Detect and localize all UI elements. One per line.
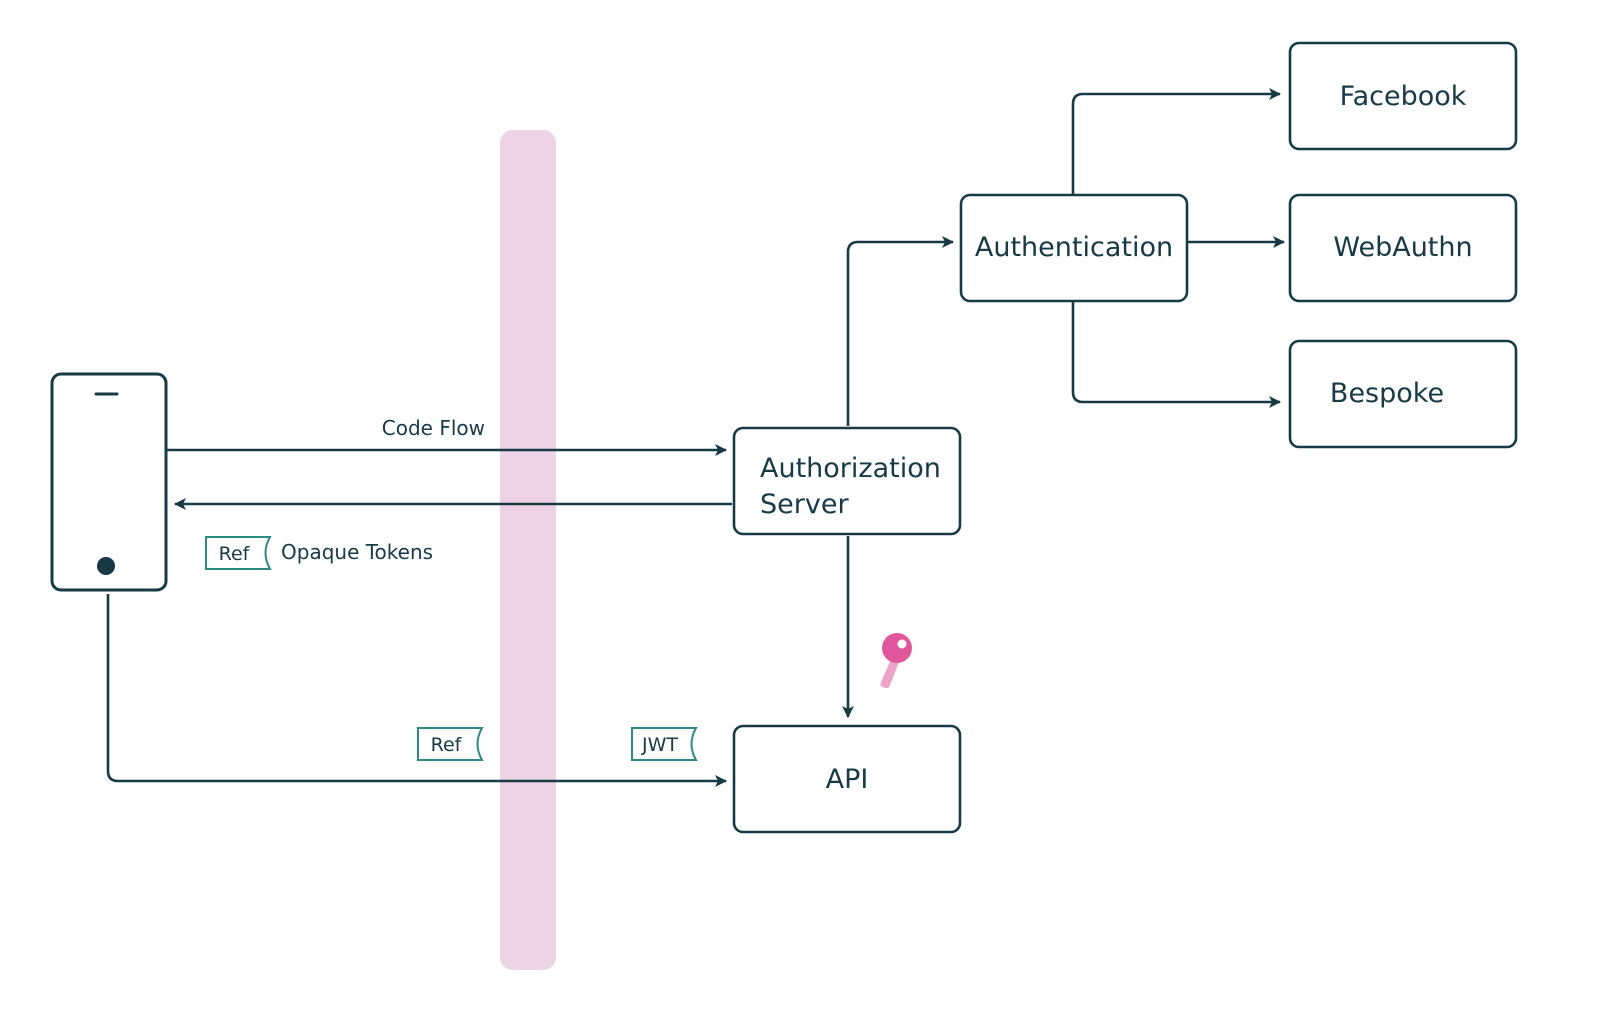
edge-client-to-api [106,594,727,787]
jwt-token-tag: JWT [631,727,698,761]
opaque-tokens-label: Opaque Tokens [281,540,433,564]
authorization-server-label-line1: Authorization [760,453,941,484]
code-flow-label: Code Flow [382,416,485,440]
edge-authentication-to-facebook [1071,88,1281,194]
edge-authentication-to-bespoke [1071,302,1281,408]
ref-token-label: Ref [431,734,463,756]
facebook-label: Facebook [1340,81,1467,112]
webauthn-node: WebAuthn [1288,193,1518,303]
key-icon [880,633,912,689]
jwt-token-label: JWT [641,734,678,756]
api-label: API [826,764,869,795]
api-node: API [732,724,962,834]
ref-token-tag-opaque: Ref [205,536,272,570]
mobile-phone-icon [50,372,168,592]
gateway-boundary [500,130,556,970]
bespoke-node: Bespoke [1288,339,1518,449]
ref-token-tag-request: Ref [417,727,484,761]
bespoke-label: Bespoke [1330,378,1444,409]
authorization-server-label-line2: Server [760,489,849,520]
authentication-label: Authentication [975,232,1173,263]
authorization-server-node: Authorization Server [732,426,962,536]
webauthn-label: WebAuthn [1333,232,1472,263]
authentication-node: Authentication [959,193,1189,303]
facebook-node: Facebook [1288,41,1518,151]
ref-token-label: Ref [219,543,251,565]
edge-authorization-to-authentication [846,236,954,426]
